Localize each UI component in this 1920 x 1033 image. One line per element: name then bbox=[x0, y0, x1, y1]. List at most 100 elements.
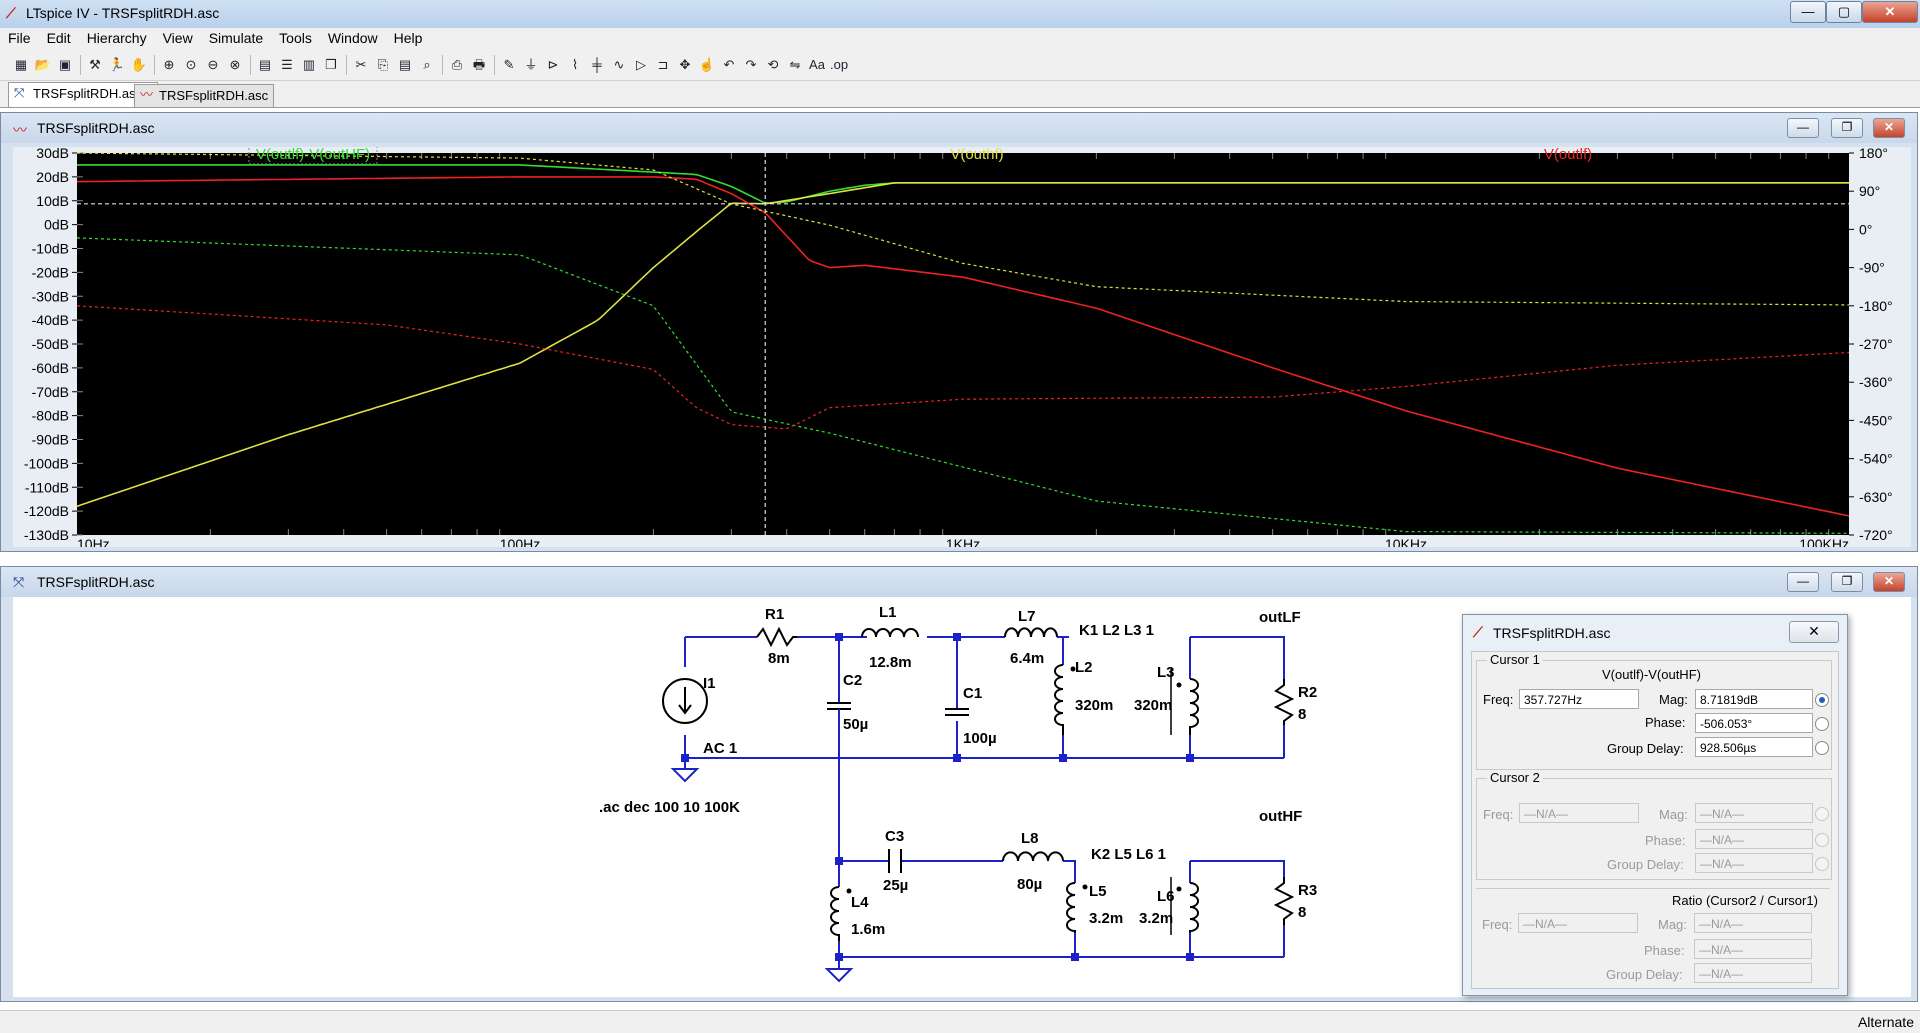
redo-icon[interactable]: ↷ bbox=[745, 57, 757, 72]
cursor1-freq-field[interactable]: 357.727Hz bbox=[1519, 689, 1639, 709]
halt-icon[interactable]: ✋ bbox=[130, 57, 148, 72]
inductor-icon[interactable]: ∿ bbox=[613, 57, 625, 72]
menu-file[interactable]: File bbox=[8, 30, 31, 46]
cursor1-gd-field[interactable]: 928.506µs bbox=[1695, 737, 1813, 757]
plot-minimize-button[interactable]: — bbox=[1787, 118, 1819, 138]
minimize-button[interactable]: — bbox=[1790, 1, 1826, 23]
tab-schematic[interactable]: ⤧ TRSFsplitRDH.asc bbox=[8, 82, 158, 107]
autorange-icon[interactable]: ▤ bbox=[258, 57, 272, 72]
menu-bar: File Edit Hierarchy View Simulate Tools Window… bbox=[0, 28, 1920, 50]
label-net-icon[interactable]: ⊳ bbox=[547, 57, 559, 72]
trace-phase-4[interactable] bbox=[76, 152, 1850, 306]
menu-simulate[interactable]: Simulate bbox=[208, 30, 264, 46]
diode-icon[interactable]: ▷ bbox=[636, 57, 646, 72]
capacitor-c2[interactable] bbox=[827, 702, 851, 721]
maximize-button[interactable]: ▢ bbox=[1826, 1, 1862, 23]
current-source-i1[interactable] bbox=[662, 678, 708, 724]
component-icon[interactable]: ⊐ bbox=[657, 57, 669, 72]
label-l4-name: L4 bbox=[851, 894, 869, 911]
dialog-close-button[interactable]: ✕ bbox=[1789, 621, 1839, 643]
control-panel-icon[interactable]: ⚒ bbox=[89, 57, 101, 72]
plot-close-button[interactable]: ✕ bbox=[1873, 118, 1905, 138]
capacitor-c1[interactable] bbox=[945, 708, 969, 716]
inductor-l8[interactable] bbox=[1002, 851, 1064, 862]
save-icon[interactable]: ▣ bbox=[58, 57, 72, 72]
trace-mag-2[interactable] bbox=[77, 176, 1850, 517]
toolbar-separator bbox=[442, 55, 443, 75]
zoom-fit-icon[interactable]: ⊗ bbox=[229, 57, 241, 72]
open-icon[interactable]: 📂 bbox=[34, 57, 52, 72]
zoom-pan-icon[interactable]: ⊙ bbox=[185, 57, 197, 72]
cursor1-phase-radio[interactable] bbox=[1815, 717, 1829, 731]
text-icon[interactable]: Aa bbox=[809, 57, 825, 72]
y2-tick-label: -270° bbox=[1859, 336, 1893, 352]
print-preview-icon[interactable]: ⎙ bbox=[451, 57, 463, 72]
capacitor-icon[interactable]: ╪ bbox=[592, 57, 602, 72]
menu-help[interactable]: Help bbox=[393, 30, 423, 46]
schematic-restore-button[interactable]: ❐ bbox=[1831, 572, 1863, 592]
schematic-close-button[interactable]: ✕ bbox=[1873, 572, 1905, 592]
cursor1-mag-field[interactable]: 8.71819dB bbox=[1695, 689, 1813, 709]
inductor-l2[interactable] bbox=[1054, 664, 1064, 735]
plot-restore-button[interactable]: ❐ bbox=[1831, 118, 1863, 138]
menu-tools[interactable]: Tools bbox=[279, 30, 312, 46]
print-icon[interactable]: 🖶 bbox=[472, 57, 486, 72]
ratio-group: Ratio (Cursor2 / Cursor1) Freq: —N/A— Ma… bbox=[1476, 888, 1830, 983]
mirror-icon[interactable]: ⇋ bbox=[789, 57, 801, 72]
tile-vertical-icon[interactable]: ▥ bbox=[302, 57, 316, 72]
undo-icon[interactable]: ↶ bbox=[723, 57, 735, 72]
new-schematic-icon[interactable]: ▦ bbox=[14, 57, 28, 72]
inductor-l1[interactable] bbox=[861, 628, 919, 638]
resistor-r2[interactable] bbox=[1273, 679, 1295, 725]
run-icon[interactable]: 🏃 bbox=[108, 57, 126, 72]
resistor-r1[interactable] bbox=[756, 626, 797, 648]
cascade-icon[interactable]: ❐ bbox=[325, 57, 337, 72]
menu-window[interactable]: Window bbox=[327, 30, 378, 46]
inductor-l6[interactable] bbox=[1189, 882, 1199, 933]
trace-mag-1[interactable] bbox=[76, 181, 1849, 508]
find-icon[interactable]: ⌕ bbox=[423, 57, 431, 72]
menu-edit[interactable]: Edit bbox=[46, 30, 71, 46]
resistor-r3[interactable] bbox=[1273, 877, 1295, 925]
close-button[interactable]: ✕ bbox=[1862, 1, 1918, 23]
zoom-in-icon[interactable]: ⊕ bbox=[163, 57, 175, 72]
cursor1-mag-radio[interactable] bbox=[1815, 693, 1829, 707]
cursor2-mag-radio bbox=[1815, 807, 1829, 821]
resistor-icon[interactable]: ⌇ bbox=[571, 57, 579, 72]
move-icon[interactable]: ✥ bbox=[679, 57, 691, 72]
inductor-l4[interactable] bbox=[830, 886, 840, 941]
legend-label[interactable]: V(outlf)-V(outHF) bbox=[256, 147, 370, 163]
menu-view[interactable]: View bbox=[162, 30, 193, 46]
cursor1-gd-radio[interactable] bbox=[1815, 741, 1829, 755]
schematic-minimize-button[interactable]: — bbox=[1787, 572, 1819, 592]
draw-wire-icon[interactable]: ✎ bbox=[503, 57, 515, 72]
drag-icon[interactable]: ☝ bbox=[698, 57, 716, 72]
label-i1-name: I1 bbox=[703, 675, 716, 692]
zoom-out-icon[interactable]: ⊖ bbox=[207, 57, 219, 72]
cut-icon[interactable]: ✂ bbox=[355, 57, 367, 72]
spice-directive[interactable]: .ac dec 100 10 100K bbox=[599, 799, 740, 816]
copy-icon[interactable]: ⎘ bbox=[377, 57, 389, 72]
status-text: Alternate bbox=[1857, 1014, 1914, 1030]
inductor-l7[interactable] bbox=[1004, 627, 1058, 638]
inductor-l5[interactable] bbox=[1066, 882, 1076, 933]
legend-label[interactable]: V(outhf) bbox=[950, 147, 1003, 163]
cursor2-phase-field: —N/A— bbox=[1695, 829, 1813, 849]
trace-phase-5[interactable] bbox=[76, 305, 1850, 430]
inductor-l3[interactable] bbox=[1189, 678, 1199, 735]
menu-hierarchy[interactable]: Hierarchy bbox=[86, 30, 147, 46]
tile-horizontal-icon[interactable]: ☰ bbox=[281, 57, 293, 72]
paste-icon[interactable]: ▤ bbox=[398, 57, 412, 72]
cursor-dialog: ⟋ TRSFsplitRDH.asc ✕ Cursor 1 V(outlf)-V… bbox=[1462, 614, 1848, 996]
legend-label[interactable]: V(outlf) bbox=[1544, 147, 1592, 163]
rotate-icon[interactable]: ⟲ bbox=[767, 57, 779, 72]
capacitor-c3[interactable] bbox=[888, 849, 902, 873]
trace-phase-3[interactable] bbox=[76, 237, 1849, 534]
junctions bbox=[681, 633, 1194, 961]
spice-directive-icon[interactable]: .op bbox=[830, 57, 849, 72]
cursor1-phase-field[interactable]: -506.053° bbox=[1695, 713, 1813, 733]
ground-icon[interactable]: ⏚ bbox=[524, 57, 538, 72]
tab-waveform[interactable]: 〰 TRSFsplitRDH.asc bbox=[134, 84, 274, 107]
y2-tick-label: -540° bbox=[1859, 451, 1893, 467]
waveform-plot[interactable]: 30dB20dB10dB0dB-10dB-20dB-30dB-40dB-50dB… bbox=[13, 147, 1911, 547]
